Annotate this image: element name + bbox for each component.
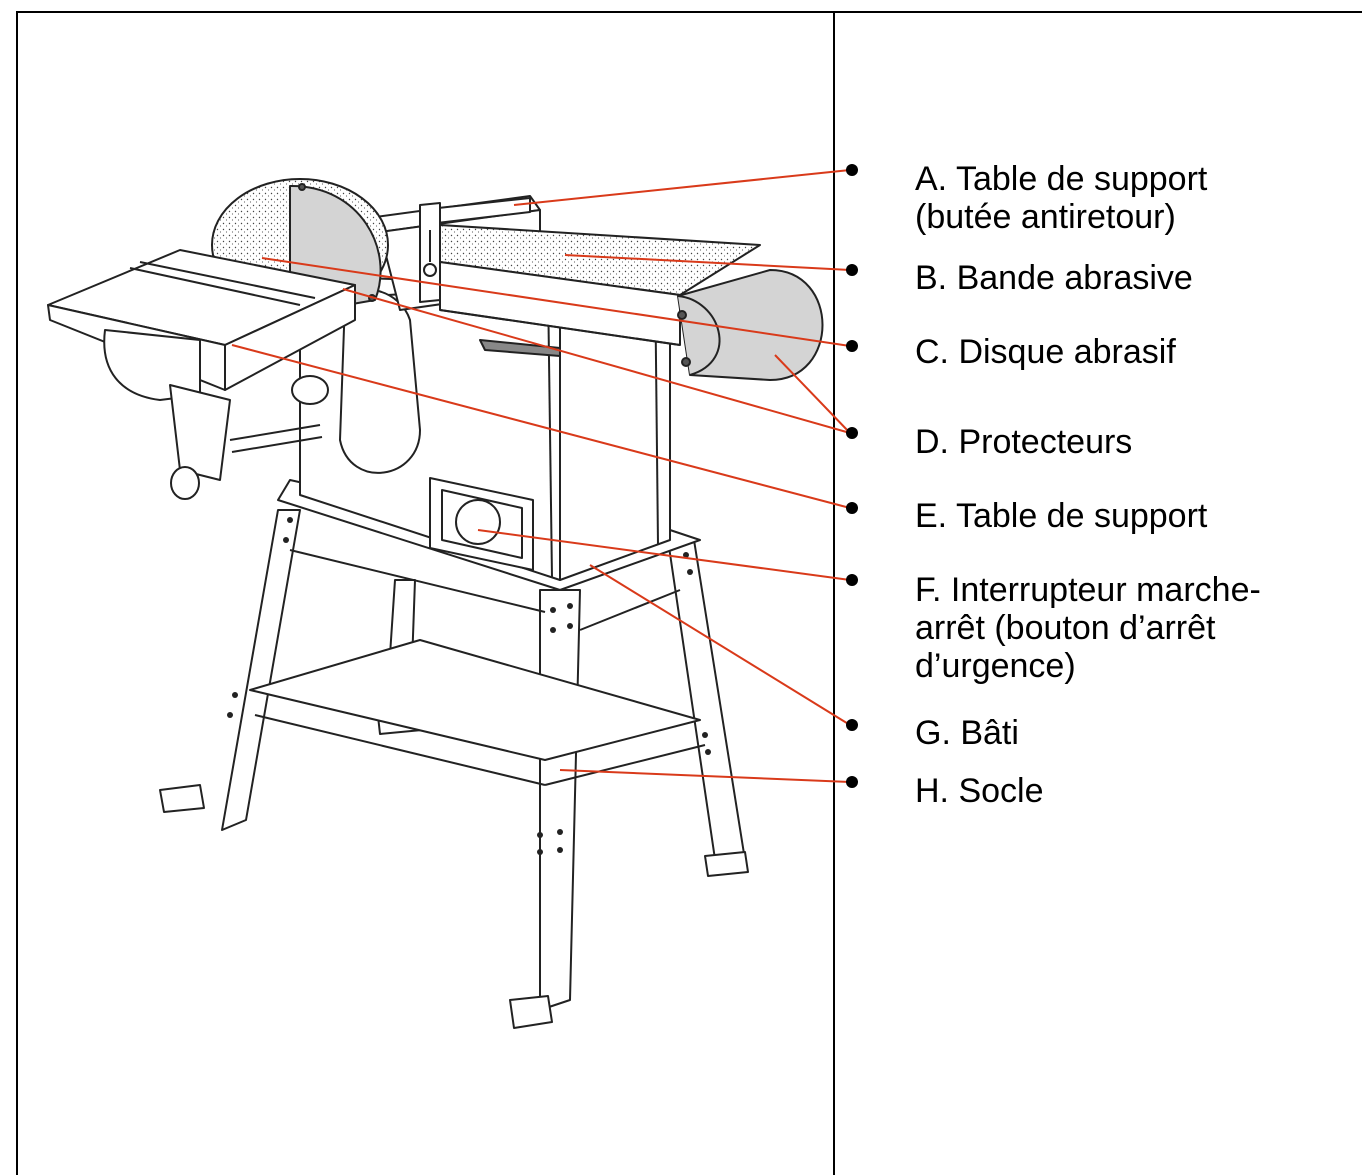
label-e: E. Table de support <box>915 497 1208 535</box>
leader-e <box>231 344 851 509</box>
bullet-e <box>846 502 858 514</box>
figure-frame <box>16 11 1362 1175</box>
bullet-d <box>846 427 858 439</box>
belt-guard <box>677 269 824 381</box>
bullet-a <box>846 164 858 176</box>
label-g: G. Bâti <box>915 714 1019 752</box>
leader-g <box>589 564 851 726</box>
bullet-g <box>846 719 858 731</box>
fence <box>419 197 531 303</box>
bullet-b <box>846 264 858 276</box>
table-arm <box>103 329 329 500</box>
leader-a <box>513 169 851 206</box>
stand-holes <box>227 517 711 855</box>
stand <box>159 479 749 1029</box>
label-a: A. Table de support (butée antiretour) <box>915 160 1208 236</box>
label-d: D. Protecteurs <box>915 423 1133 461</box>
switch-box <box>429 477 534 571</box>
column-divider <box>833 11 835 1175</box>
label-h: H. Socle <box>915 772 1044 810</box>
bullet-f <box>846 574 858 586</box>
leader-d2 <box>774 354 851 434</box>
label-f: F. Interrupteur marche- arrêt (bouton d’… <box>915 571 1261 685</box>
leader-h <box>559 769 851 783</box>
leader-d1 <box>342 288 851 434</box>
label-c: C. Disque abrasif <box>915 333 1176 371</box>
bullet-h <box>846 776 858 788</box>
leader-lines <box>231 169 851 783</box>
bullet-c <box>846 340 858 352</box>
leader-c <box>261 257 851 347</box>
label-bullets <box>846 164 858 788</box>
label-b: B. Bande abrasive <box>915 259 1193 297</box>
leader-b <box>564 254 851 271</box>
leader-f <box>477 529 851 581</box>
